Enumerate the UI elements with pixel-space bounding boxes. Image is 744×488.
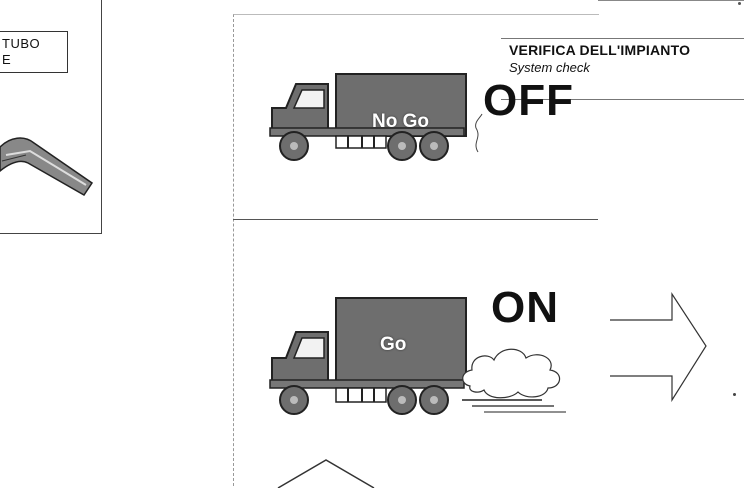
state-label-on: ON	[491, 283, 559, 333]
bottom-arrowhead-graphic	[278, 458, 398, 488]
top-right-rule	[598, 0, 744, 1]
page-mark	[738, 2, 741, 5]
truck-on-illustration	[268, 296, 468, 420]
tube-label-line2: E	[2, 52, 67, 68]
truck-label-no-go: No Go	[372, 111, 429, 133]
caption-subtitle: System check	[509, 60, 590, 75]
tube-label-box: TUBO E	[0, 31, 68, 73]
state-label-off: OFF	[483, 76, 574, 126]
caption-title: VERIFICA DELL'IMPIANTO	[509, 42, 690, 58]
section-divider	[233, 219, 598, 220]
stray-mark	[733, 393, 736, 396]
exhaust-cloud	[456, 334, 576, 416]
tube-label-line1: TUBO	[2, 36, 67, 52]
truck-label-go: Go	[380, 334, 406, 356]
truck-off-illustration	[268, 72, 468, 164]
right-arrow-graphic	[596, 290, 712, 412]
tube-illustration	[0, 125, 100, 205]
